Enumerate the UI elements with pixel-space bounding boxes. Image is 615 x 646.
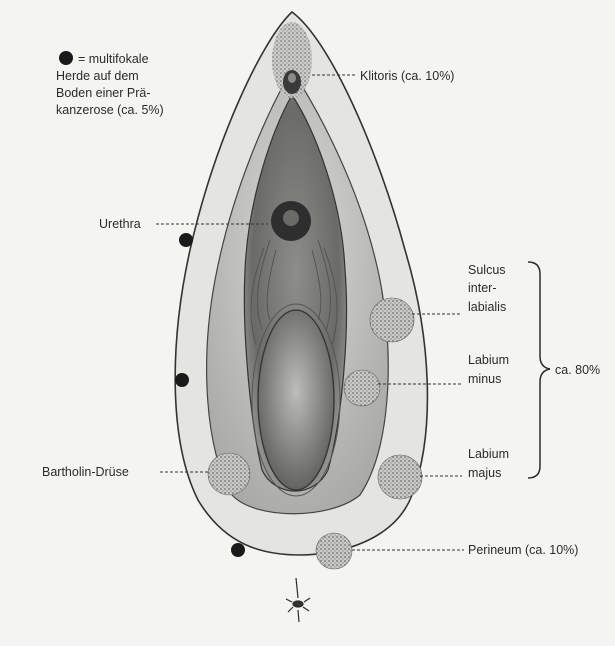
label-sulcus-2: inter- [468, 281, 496, 295]
multifocal-dot-3 [231, 543, 245, 557]
label-labium-majus-2: majus [468, 466, 501, 480]
multifocal-dot-2 [175, 373, 189, 387]
anus-icon [286, 578, 310, 622]
label-labium-minus-2: minus [468, 372, 501, 386]
bartholin-lesion [208, 453, 250, 495]
group-bracket [528, 262, 550, 478]
labium-majus-lesion [378, 455, 422, 499]
legend-line-3: Boden einer Prä- [56, 86, 151, 100]
legend-line-1: = multifokale [78, 52, 149, 66]
legend-marker-icon [59, 51, 73, 65]
label-bartholin: Bartholin-Drüse [42, 465, 129, 479]
sulcus-lesion [370, 298, 414, 342]
vaginal-opening [258, 310, 334, 490]
label-sulcus-3: labialis [468, 300, 506, 314]
label-group-value: ca. 80% [555, 363, 600, 377]
legend-line-4: kanzerose (ca. 5%) [56, 103, 164, 117]
labium-minus-lesion [344, 370, 380, 406]
perineum-lesion [316, 533, 352, 569]
label-urethra: Urethra [99, 217, 141, 231]
multifocal-dot-1 [179, 233, 193, 247]
label-labium-majus-1: Labium [468, 447, 509, 461]
label-perineum: Perineum (ca. 10%) [468, 543, 578, 557]
label-klitoris: Klitoris (ca. 10%) [360, 69, 454, 83]
label-labium-minus-1: Labium [468, 353, 509, 367]
label-sulcus-1: Sulcus [468, 263, 506, 277]
legend-line-2: Herde auf dem [56, 69, 139, 83]
